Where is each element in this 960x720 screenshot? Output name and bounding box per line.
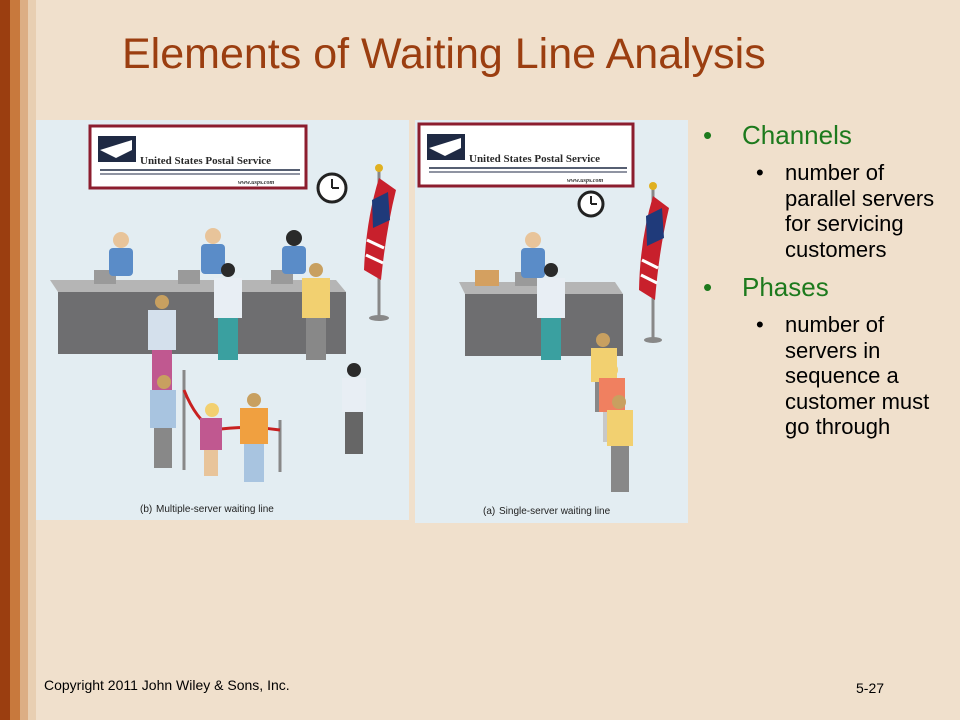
bullet-heading: Phases bbox=[742, 272, 829, 302]
slide-title: Elements of Waiting Line Analysis bbox=[122, 30, 766, 78]
sub-bullet-channels: • number of parallel servers for servici… bbox=[756, 160, 943, 262]
usps-sign-url: www.usps.com bbox=[238, 180, 274, 186]
page-number: 5-27 bbox=[856, 680, 885, 696]
bullet-dot-icon: • bbox=[703, 120, 713, 150]
sub-bullet-text: number of servers in sequence a customer… bbox=[785, 312, 930, 439]
waiting-customers bbox=[150, 363, 366, 482]
usps-sign-text: United States Postal Service bbox=[140, 155, 271, 167]
sub-bullet-phases: • number of servers in sequence a custom… bbox=[756, 312, 943, 440]
single-caption-text: Single-server waiting line bbox=[499, 506, 611, 517]
waiting-customers bbox=[537, 263, 633, 492]
bullet-list: • Channels • number of parallel servers … bbox=[703, 120, 943, 440]
usps-sign: United States Postal Service www.usps.co… bbox=[88, 124, 308, 190]
side-band-pale bbox=[28, 0, 36, 720]
side-band-light bbox=[20, 0, 28, 720]
copyright-notice: Copyright 2011 John Wiley & Sons, Inc. bbox=[44, 677, 290, 693]
usps-sign: United States Postal Service www.usps.co… bbox=[417, 122, 635, 188]
american-flag-icon bbox=[364, 164, 396, 321]
multi-caption-letter: (b) bbox=[140, 504, 152, 515]
american-flag-icon bbox=[639, 182, 669, 343]
server-clerk bbox=[521, 232, 545, 278]
multi-caption-text: Multiple-server waiting line bbox=[156, 504, 274, 515]
server-clerks bbox=[109, 228, 306, 276]
clock-icon bbox=[577, 190, 605, 218]
bullet-phases: • Phases bbox=[703, 272, 943, 302]
usps-eagle-logo-icon bbox=[427, 134, 465, 160]
service-counter bbox=[50, 270, 346, 354]
usps-sign-text: United States Postal Service bbox=[469, 153, 600, 165]
sub-bullet-text: number of parallel servers for servicing… bbox=[785, 160, 935, 262]
single-server-illustration: United States Postal Service www.usps.co… bbox=[415, 120, 688, 523]
single-caption-letter: (a) bbox=[483, 506, 495, 517]
bullet-dot-icon: • bbox=[756, 312, 764, 337]
side-band-dark bbox=[0, 0, 10, 720]
bullet-channels: • Channels bbox=[703, 120, 943, 150]
side-band-mid bbox=[10, 0, 20, 720]
usps-eagle-logo-icon bbox=[98, 136, 136, 162]
bullet-dot-icon: • bbox=[756, 160, 764, 185]
clock-icon bbox=[316, 172, 348, 204]
single-server-svg: United States Postal Service www.usps.co… bbox=[417, 122, 669, 517]
customers-at-counter bbox=[148, 263, 330, 390]
multi-server-illustration: United States Postal Service www.usps.co… bbox=[36, 120, 409, 520]
bullet-heading: Channels bbox=[742, 120, 852, 150]
bullet-dot-icon: • bbox=[703, 272, 713, 302]
multi-server-svg: United States Postal Service www.usps.co… bbox=[50, 124, 396, 515]
usps-sign-url: www.usps.com bbox=[567, 178, 603, 184]
